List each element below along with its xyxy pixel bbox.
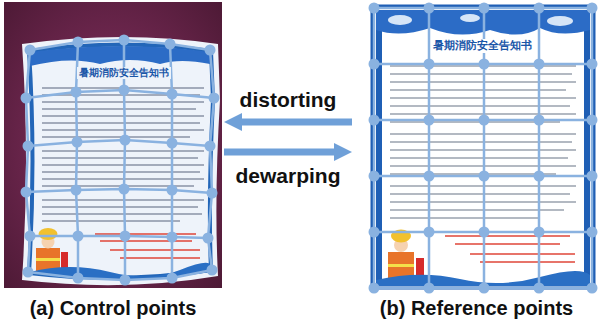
cloud	[388, 15, 412, 25]
firefighter-figure	[388, 230, 424, 281]
red-text-lines	[445, 236, 575, 262]
control-point	[73, 231, 84, 242]
body-text-lines	[42, 88, 204, 221]
reference-point	[369, 3, 598, 294]
reference-point	[369, 115, 380, 126]
reference-point	[587, 115, 598, 126]
reference-point	[479, 171, 490, 182]
reference-point	[479, 3, 490, 14]
reference-point	[587, 171, 598, 182]
firefighter-figure	[61, 252, 68, 268]
reference-point	[369, 227, 380, 238]
side-band	[584, 10, 590, 284]
reference-point	[534, 227, 545, 238]
cloud-band	[30, 46, 210, 66]
control-point	[23, 267, 34, 278]
side-band	[376, 10, 382, 284]
image-panel: (a) Control points	[2, 4, 224, 322]
reference-point	[587, 283, 598, 294]
control-point	[21, 187, 32, 198]
flat-document	[372, 6, 594, 288]
reference-point	[534, 3, 545, 14]
control-point	[73, 37, 84, 48]
control-point	[207, 188, 218, 199]
control-point	[23, 141, 34, 152]
firefighter-figure	[36, 228, 68, 272]
control-point	[167, 273, 178, 284]
reference-point	[479, 227, 490, 238]
control-point	[25, 231, 36, 242]
firefighter-figure	[388, 264, 414, 267]
reference-point	[369, 283, 380, 294]
reference-point	[587, 59, 598, 70]
arrow-label: dewarping	[232, 164, 343, 188]
control-point	[167, 232, 178, 243]
control-point	[21, 93, 32, 104]
cloud	[547, 16, 573, 26]
control-point	[21, 35, 220, 286]
poster-title: 暑期消防安全告知书	[77, 67, 171, 79]
transform-arrow	[242, 119, 352, 126]
control-point	[207, 265, 218, 276]
control-point	[120, 231, 131, 242]
control-point	[205, 141, 216, 152]
reference-point	[424, 3, 435, 14]
reference-point	[369, 3, 380, 14]
reference-point	[479, 283, 490, 294]
reference-point	[369, 171, 380, 182]
control-grid-lines	[26, 40, 214, 280]
control-point	[73, 273, 84, 284]
firefighter-figure	[416, 258, 424, 276]
arrow-label: distorting	[237, 88, 340, 112]
warped-page	[22, 37, 220, 285]
reference-point	[424, 171, 435, 182]
control-point	[71, 185, 82, 196]
control-point	[120, 135, 131, 146]
control-point	[167, 138, 178, 149]
control-point	[119, 184, 130, 195]
reference-point	[534, 171, 545, 182]
distorted-photo	[4, 2, 222, 288]
reference-point	[424, 59, 435, 70]
transform-arrow	[224, 149, 334, 156]
reference-point	[534, 283, 545, 294]
firefighter-figure	[39, 228, 58, 240]
reference-point	[424, 283, 435, 294]
poster-title: 暑期消防安全告知书	[431, 39, 534, 52]
panel-caption: (b) Reference points	[380, 297, 573, 322]
reference-point	[534, 115, 545, 126]
control-point	[120, 275, 131, 286]
reference-point	[424, 115, 435, 126]
control-point	[167, 89, 178, 100]
reference-point	[479, 59, 490, 70]
control-point	[25, 45, 36, 56]
control-point	[165, 39, 176, 50]
reference-point	[587, 227, 598, 238]
control-point	[205, 45, 216, 56]
panel-caption: (a) Control points	[30, 297, 197, 322]
reference-point	[534, 59, 545, 70]
control-point	[209, 93, 220, 104]
cloud	[388, 14, 573, 26]
control-grid-lines	[170, 44, 172, 278]
firefighter-figure	[36, 258, 60, 261]
reference-point	[587, 3, 598, 14]
control-point	[119, 85, 130, 96]
page	[372, 6, 594, 288]
control-point	[72, 137, 83, 148]
reference-point	[424, 227, 435, 238]
reference-point	[369, 59, 380, 70]
control-grid-lines	[30, 236, 208, 238]
control-point	[203, 233, 214, 244]
page-frame	[29, 45, 213, 278]
control-grid-lines	[28, 140, 210, 146]
control-point	[71, 87, 82, 98]
control-point	[119, 35, 130, 46]
reference-point	[479, 115, 490, 126]
photo-background	[4, 2, 222, 288]
reference-grid-lines	[374, 8, 592, 288]
cloud	[460, 14, 480, 22]
control-point	[167, 185, 178, 196]
